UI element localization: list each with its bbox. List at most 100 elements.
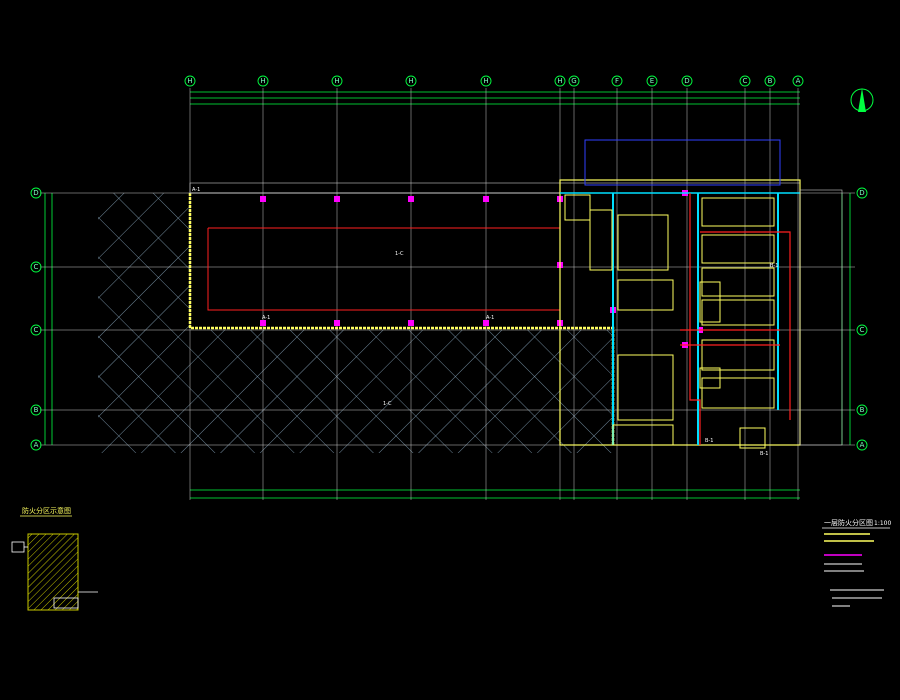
axis-label: H [557,77,562,85]
north-arrow-icon [850,88,874,112]
room-labels: A-1 A-1 A-1 B-1 B-1 B-1 1-C 1-C [192,187,778,457]
axis-bubble: F [611,75,623,87]
stair-2 [589,209,613,271]
axis-bubble: B [30,404,42,416]
axis-bubble: A [856,439,868,451]
room-8 [701,339,775,371]
room-label-b1: B-1 [705,438,713,444]
vertical-grid-lines [189,88,799,500]
axis-bubble: D [681,75,693,87]
axis-bubble: D [856,187,868,199]
fire-zone-boundary-right-2 [700,231,791,420]
hatch-zone-lower [98,330,613,453]
axis-label: H [260,77,265,85]
stair-box [564,194,591,221]
axis-label: H [334,77,339,85]
axis-label: F [615,77,619,85]
stair-3 [739,427,766,449]
axis-label: A [796,77,801,85]
column-marker [260,320,266,326]
top-dimension-lines [44,91,851,499]
axis-bubble: H [331,75,343,87]
column-marker [334,196,340,202]
room-4 [701,197,775,227]
hatched-zones [98,193,613,453]
right-building-block [559,139,843,449]
room-2 [617,279,674,311]
axis-bubble: G [568,75,580,87]
axis-bubble: B [764,75,776,87]
legend-key [11,541,25,553]
column-marker [483,320,489,326]
room-9 [701,377,775,409]
axis-label: H [483,77,488,85]
area-mark: 1-C [383,401,392,407]
axis-bubble: H [405,75,417,87]
right-annex [799,189,843,446]
column-marker [483,196,489,202]
axis-bubble: C [30,261,42,273]
drawing-title: 一层防火分区图 [824,518,873,527]
axis-label: G [571,77,576,85]
room-label-a1: A-1 [486,315,494,321]
drawing-info-block: 一层防火分区图 1:100 [822,518,891,607]
room-label-a1: A-1 [262,315,270,321]
axis-label: D [684,77,689,85]
column-marker [334,320,340,326]
axis-bubble: D [30,187,42,199]
axis-label: H [408,77,413,85]
hatch-zone-upper-left [98,193,190,330]
axis-label: C [34,326,39,334]
legend-title: 防火分区示意图 [22,506,71,515]
axis-label: C [860,326,865,334]
legend-hatch-box [27,533,79,611]
axis-label: A [34,441,39,449]
axis-bubble: H [257,75,269,87]
room-label-a1: A-1 [192,187,200,193]
room-5 [701,234,775,264]
room-10 [699,281,721,323]
column-marker [408,320,414,326]
axis-bubble: C [856,324,868,336]
axis-bubble: H [184,75,196,87]
left-axis-bubbles: D C C B A [30,187,42,451]
axis-bubble: B [856,404,868,416]
fire-zone-legend: 防火分区示意图 [11,506,98,611]
legend-key-2 [53,597,79,609]
axis-bubble: C [739,75,751,87]
axis-bubble: A [792,75,804,87]
axis-bubble: A [30,439,42,451]
axis-label: A [860,441,865,449]
axis-label: B [860,406,865,414]
column-marker [408,196,414,202]
room-12 [612,424,674,446]
axis-label: C [34,263,39,271]
axis-label: E [650,77,654,85]
axis-bubble: C [30,324,42,336]
area-mark: 1-C [395,251,404,257]
axis-label: B [34,406,39,414]
blue-outline-top [584,139,781,186]
axis-label: H [187,77,192,85]
drawing-scale: 1:100 [874,520,891,527]
fire-zone-boundary-right [689,193,701,445]
room-label-b1: B-1 [770,263,778,269]
structural-columns [260,190,703,348]
room-3 [617,354,674,421]
column-marker [260,196,266,202]
axis-label: B [768,77,773,85]
room-1 [617,214,669,271]
axis-bubble: H [554,75,566,87]
right-axis-bubbles: D C B A [856,187,868,451]
axis-label: D [859,189,864,197]
axis-bubble: H [480,75,492,87]
axis-bubble: E [646,75,658,87]
axis-label: D [33,189,38,197]
axis-label: C [743,77,748,85]
room-11 [699,367,721,389]
room-7 [701,299,775,326]
fire-zone-boundary-left [207,227,561,311]
room-label-b1: B-1 [760,451,768,457]
